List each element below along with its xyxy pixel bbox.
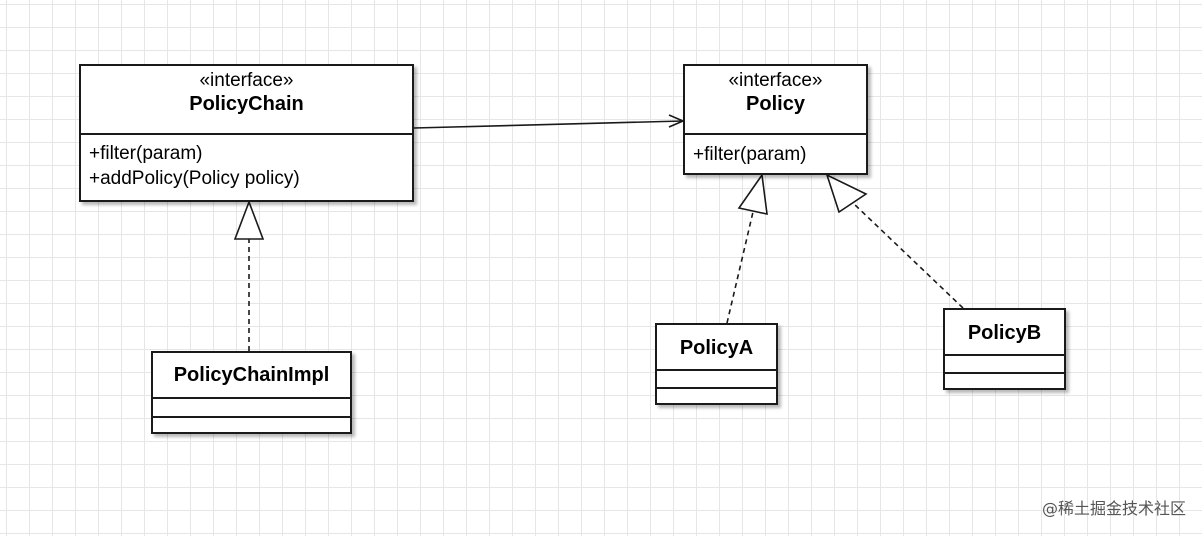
class-policyb[interactable]: PolicyB (943, 308, 1066, 390)
realization-policya-to-policy (726, 172, 768, 324)
class-name: PolicyA (657, 325, 776, 371)
realization-hollow-triangle (737, 172, 768, 216)
class-name: PolicyChain (189, 93, 304, 115)
attributes-compartment (153, 399, 350, 416)
association-policychain-to-policy (413, 114, 686, 129)
realization-dashed-line (726, 211, 754, 324)
attributes-compartment (945, 356, 1064, 372)
association-line (413, 120, 684, 129)
operations-compartment: +filter(param) (685, 135, 866, 167)
class-policy[interactable]: «interface» Policy +filter(param) (683, 64, 868, 175)
operations-compartment (945, 372, 1064, 388)
realization-hollow-triangle (825, 173, 868, 214)
class-policychainimpl[interactable]: PolicyChainImpl (151, 351, 352, 434)
realization-policychainimpl-to-policychain (233, 199, 265, 351)
class-header: «interface» Policy (685, 66, 866, 135)
realization-policyb-to-policy (825, 173, 964, 309)
operations-compartment (153, 416, 350, 432)
stereotype-label: «interface» (728, 70, 823, 91)
class-name: Policy (746, 93, 805, 115)
class-name: PolicyChainImpl (153, 353, 350, 399)
class-header: «interface» PolicyChain (81, 66, 412, 135)
class-policya[interactable]: PolicyA (655, 323, 778, 405)
attributes-compartment (657, 371, 776, 387)
stereotype-label: «interface» (199, 70, 294, 91)
class-policychain[interactable]: «interface» PolicyChain +filter(param) +… (79, 64, 414, 202)
operations-compartment: +filter(param) +addPolicy(Policy policy) (81, 135, 412, 191)
realization-dashed-line (852, 202, 964, 309)
class-name: PolicyB (945, 310, 1064, 356)
operation: +filter(param) (89, 143, 203, 164)
operations-compartment (657, 387, 776, 403)
operation: +filter(param) (693, 144, 807, 165)
watermark: @稀土掘金技术社区 (1041, 499, 1186, 518)
realization-hollow-triangle (233, 199, 265, 240)
operation: +addPolicy(Policy policy) (89, 168, 300, 189)
